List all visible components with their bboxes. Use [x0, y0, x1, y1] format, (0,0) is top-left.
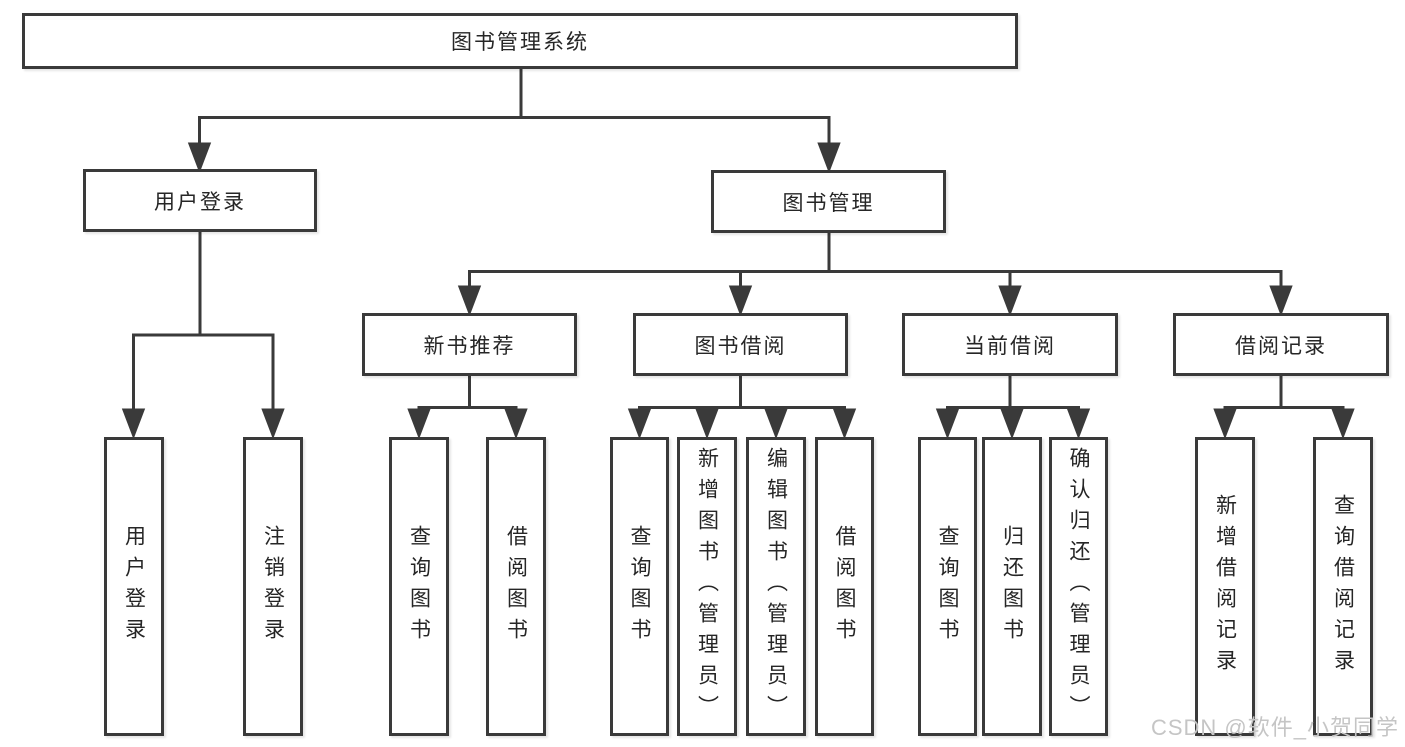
connector-new-books-children	[407, 376, 528, 440]
node-label: 新书推荐	[423, 334, 516, 358]
arrowhead-leaf	[627, 408, 652, 440]
node-label: 借阅记录	[1235, 334, 1327, 358]
node-label: 新增图书（管理员）	[695, 447, 719, 726]
node-system-root: 图书管理系统	[22, 13, 1018, 69]
arrowhead-leaf	[1066, 408, 1091, 440]
node-label: 确认归还（管理员）	[1067, 447, 1090, 726]
node-book-management: 图书管理	[711, 170, 946, 233]
node-label: 借阅图书	[504, 524, 528, 649]
leaf-return-books: 归还图书	[982, 437, 1042, 736]
node-label: 当前借阅	[964, 334, 1056, 358]
node-label: 查询图书	[628, 524, 651, 649]
connector-borrow-records-children	[1213, 376, 1355, 440]
arrowhead-new-books	[457, 285, 482, 317]
node-label: 查询图书	[936, 524, 959, 649]
leaf-add-borrow-record: 新增借阅记录	[1195, 437, 1255, 736]
connector-book-borrow-children	[627, 376, 857, 440]
node-label: 编辑图书（管理员）	[764, 447, 788, 726]
node-new-books: 新书推荐	[362, 313, 577, 376]
node-label: 查询借阅记录	[1331, 493, 1355, 680]
connector-root-to-level2	[187, 68, 841, 174]
arrowhead-borrow-records	[1269, 285, 1293, 317]
connector-book-management-children	[457, 233, 1293, 317]
arrowhead-book-management	[817, 142, 841, 174]
leaf-edit-books-admin: 编辑图书（管理员）	[746, 437, 806, 736]
leaf-add-books-admin: 新增图书（管理员）	[677, 437, 737, 736]
arrowhead-leaf	[764, 408, 788, 440]
node-borrow-records: 借阅记录	[1173, 313, 1389, 376]
leaf-confirm-return-admin: 确认归还（管理员）	[1049, 437, 1108, 736]
node-label: 图书管理	[782, 191, 875, 215]
arrowhead-leaf-logout	[261, 408, 285, 440]
leaf-borrow-books: 借阅图书	[486, 437, 546, 736]
arrowhead-leaf	[695, 408, 719, 440]
leaf-query-borrow-record: 查询借阅记录	[1313, 437, 1373, 736]
node-current-borrow: 当前借阅	[902, 313, 1118, 376]
connector-user-login-children	[121, 232, 285, 440]
arrowhead-leaf	[832, 408, 857, 440]
node-label: 查询图书	[407, 524, 431, 649]
arrowhead-leaf-login	[121, 408, 146, 440]
node-label: 用户登录	[122, 524, 146, 649]
node-label: 图书借阅	[694, 334, 787, 358]
leaf-query-books: 查询图书	[389, 437, 449, 736]
leaf-user-login: 用户登录	[104, 437, 164, 736]
node-label: 注销登录	[261, 524, 285, 649]
arrowhead-current-borrow	[998, 285, 1022, 317]
leaf-query-books: 查询图书	[610, 437, 669, 736]
arrowhead-leaf	[935, 408, 960, 440]
arrowhead-leaf	[1000, 408, 1024, 440]
node-label: 用户登录	[154, 190, 246, 214]
leaf-borrow-books: 借阅图书	[815, 437, 874, 736]
csdn-watermark: CSDN @软件_小贺同学	[1150, 715, 1399, 740]
arrowhead-book-borrow	[728, 285, 753, 317]
connector-current-borrow-children	[935, 376, 1091, 440]
arrowhead-leaf	[1213, 408, 1237, 440]
leaf-query-books: 查询图书	[918, 437, 977, 736]
arrowhead-user-login	[187, 142, 212, 174]
leaf-logout: 注销登录	[243, 437, 303, 736]
arrowhead-leaf	[1331, 408, 1355, 440]
node-label: 新增借阅记录	[1213, 493, 1237, 680]
arrowhead-leaf	[407, 408, 431, 440]
node-label: 图书管理系统	[451, 31, 589, 54]
node-label: 归还图书	[1000, 524, 1024, 649]
node-book-borrow: 图书借阅	[633, 313, 848, 376]
arrowhead-leaf	[504, 408, 528, 440]
node-user-login: 用户登录	[83, 169, 317, 232]
node-label: 借阅图书	[833, 524, 856, 649]
